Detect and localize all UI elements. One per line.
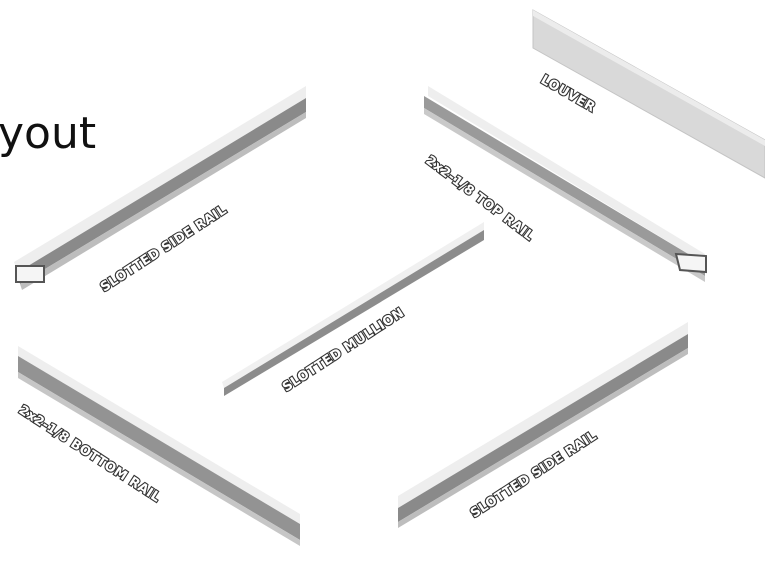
- bottom-rail-part: 2x2-1/8 BOTTOM RAIL: [15, 346, 300, 546]
- louver-part: LOUVER: [532, 9, 765, 179]
- mullion-part: SLOTTED MULLION: [222, 222, 484, 396]
- side-rail-right-part: SLOTTED SIDE RAIL: [398, 322, 688, 528]
- side-rail-left-part: SLOTTED SIDE RAIL: [14, 86, 306, 296]
- slide-title-fragment: yout: [0, 108, 97, 159]
